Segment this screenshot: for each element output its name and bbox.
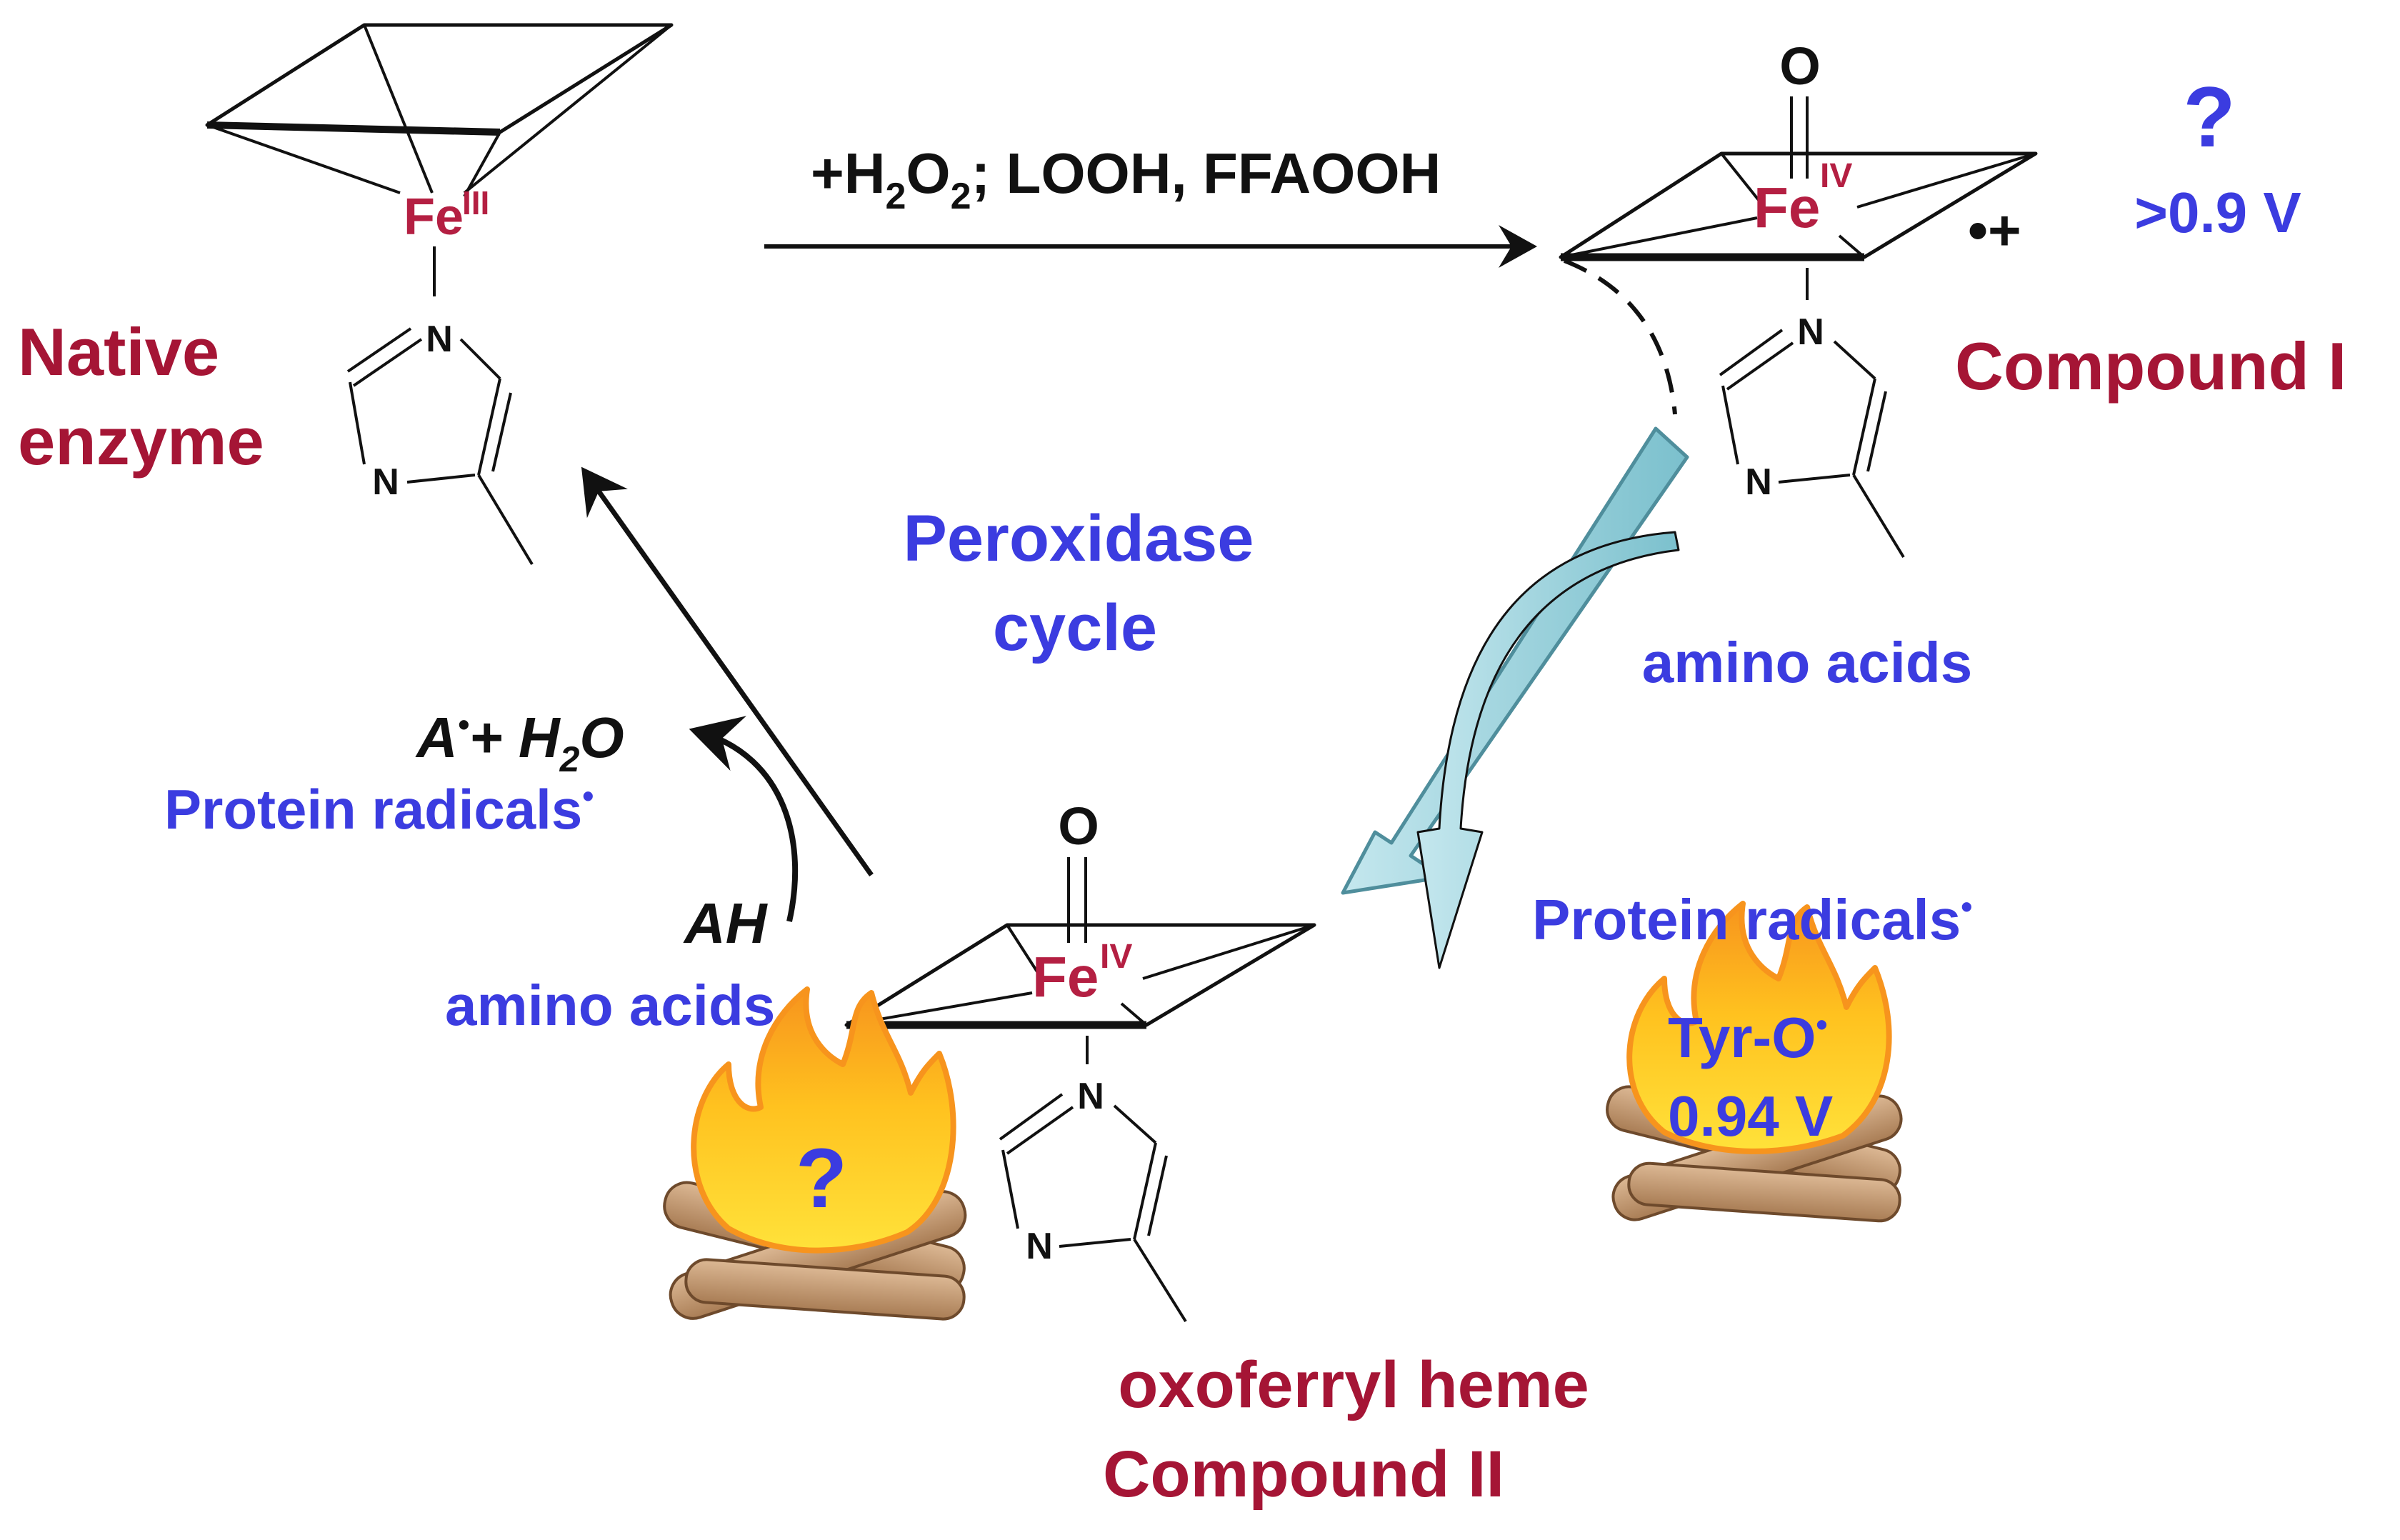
native-enzyme-label-line2: enzyme	[18, 404, 264, 479]
compound-two-oxo-atom: O	[1058, 796, 1099, 856]
compound-one-to-two-arrow	[1341, 426, 1689, 895]
native-enzyme-heme: Fe III N N	[205, 23, 674, 566]
compound-one-radical-cation: •+	[1968, 199, 2021, 262]
curved-teal-amino-acid-arrow	[1416, 531, 1680, 969]
compound-one-question-mark: ?	[2183, 69, 2235, 165]
heme-plane-compound-one	[1559, 151, 2038, 261]
right-campfire-icon	[1606, 901, 1903, 1223]
compound-two-iron-oxidation-state: IV	[1100, 938, 1132, 976]
substrate-oxidation-curved-arrow	[689, 716, 799, 922]
left-campfire-icon	[663, 986, 967, 1321]
compound-one-imidazole-n3: N	[1745, 461, 1772, 503]
right-amino-acids-label: amino acids	[1642, 631, 1972, 694]
top-reaction-reagents: +H2O2; LOOH, FFAOOH	[811, 141, 1441, 217]
compound-one-imidazole	[1719, 329, 1905, 559]
substrate-ah-label: AH	[683, 891, 769, 955]
compound-one-imidazole-n1: N	[1797, 311, 1824, 353]
native-iron-oxidation-state: III	[462, 184, 489, 221]
left-protein-radicals-label: Protein radicals•	[164, 777, 594, 841]
compound-two-heme: O Fe IV N N	[844, 796, 1316, 1323]
native-imidazole-n1: N	[426, 319, 453, 360]
tyrosyl-radical-potential: 0.94 V	[1668, 1084, 1833, 1148]
compound-two-imidazole-n1: N	[1077, 1076, 1104, 1117]
heme-plane-compound-two	[844, 923, 1316, 1029]
compound-one-oxo-atom: O	[1779, 36, 1821, 96]
compound-two-iron-symbol: Fe	[1032, 945, 1099, 1009]
native-imidazole	[346, 327, 534, 566]
compound-two-imidazole	[999, 1093, 1187, 1323]
compound-two-label-line1: oxoferryl heme	[1118, 1349, 1589, 1421]
compound-one-heme: O Fe IV •+ N N	[1559, 36, 2038, 559]
compound-one-label: Compound I	[1955, 329, 2346, 404]
compound-two-to-native-arrow	[581, 466, 874, 877]
left-fire-question-mark: ?	[796, 1131, 847, 1226]
cycle-title-line2: cycle	[993, 591, 1157, 664]
compound-two-imidazole-n3: N	[1026, 1226, 1053, 1267]
native-imidazole-n3: N	[372, 461, 399, 503]
compound-one-dashed-connector	[1563, 259, 1677, 415]
compound-one-potential: >0.9 V	[2134, 181, 2301, 244]
left-amino-acids-label: amino acids	[445, 974, 775, 1037]
right-protein-radicals-label: Protein radicals•	[1532, 888, 1972, 951]
cycle-title-line1: Peroxidase	[904, 502, 1254, 575]
compound-one-iron-symbol: Fe	[1754, 176, 1820, 239]
native-enzyme-label-line1: Native	[18, 314, 219, 389]
tyrosyl-radical-label: Tyr-O•	[1668, 1006, 1828, 1069]
native-iron-symbol: Fe	[404, 189, 464, 246]
heme-plane-native	[205, 23, 674, 197]
compound-two-label-line2: Compound II	[1103, 1438, 1504, 1511]
compound-one-iron-oxidation-state: IV	[1820, 157, 1852, 195]
product-radical-water-label: A•+ H2O	[415, 706, 624, 779]
